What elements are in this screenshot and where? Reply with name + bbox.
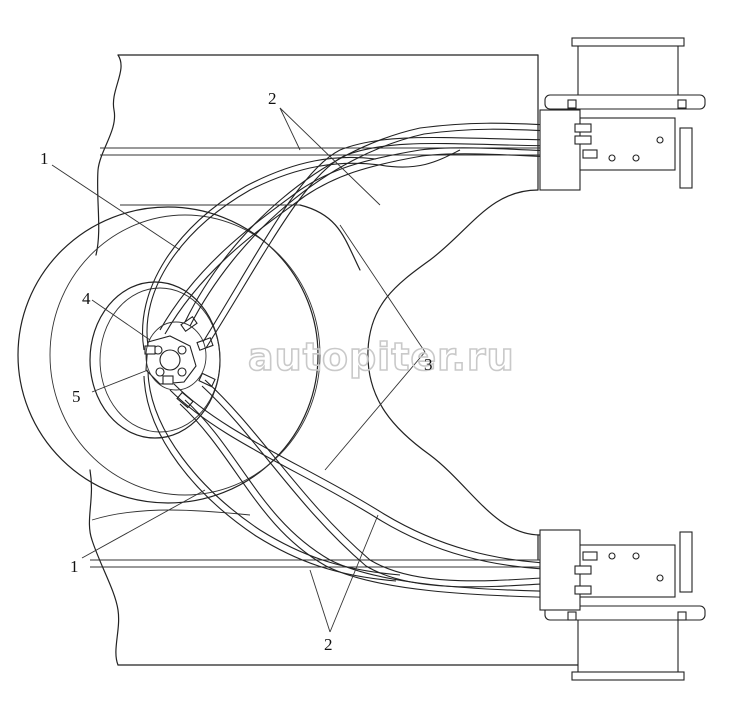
upper-motor-assembly <box>539 37 706 191</box>
callout-swivel: 4 <box>82 289 91 308</box>
callout-left-lower: 1 <box>70 557 79 576</box>
callout-labels: 2 1 4 5 3 1 2 <box>40 89 433 654</box>
upper-hose-bundle <box>142 122 576 351</box>
watermark: autopiter.ru <box>145 321 515 391</box>
lower-motor-assembly <box>539 529 706 681</box>
frame-outline <box>88 54 581 666</box>
callout-top-hoses: 2 <box>268 89 277 108</box>
hose-reel-drum <box>17 206 321 504</box>
callout-left-upper: 1 <box>40 149 49 168</box>
watermark-text: autopiter.ru <box>248 335 515 379</box>
callout-center: 3 <box>424 355 433 374</box>
lower-hose-bundle <box>143 371 576 599</box>
callout-manifold: 5 <box>72 387 81 406</box>
callout-bottom-hoses: 2 <box>324 635 333 654</box>
leader-lines <box>51 107 426 633</box>
rotary-manifold <box>144 315 216 409</box>
